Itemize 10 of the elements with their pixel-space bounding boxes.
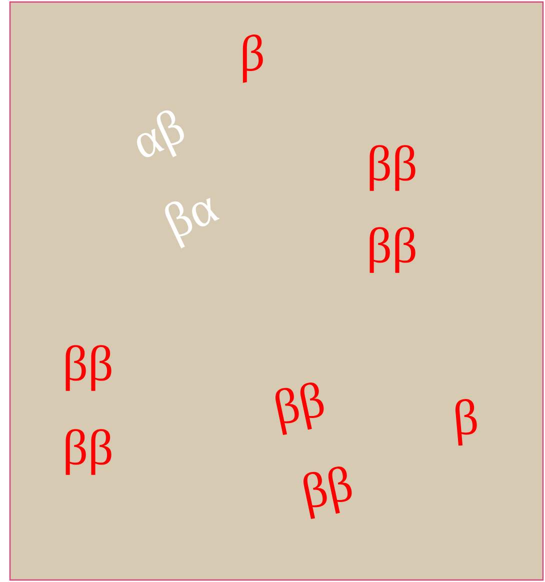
greek-letters: βα [165, 198, 220, 248]
greek-letters: ββ [304, 466, 352, 520]
greek-letters: ββ [276, 382, 324, 436]
greek-letters: ββ [370, 145, 416, 191]
greek-letters: αβ [137, 110, 184, 158]
greek-letters: ββ [66, 429, 112, 475]
greek-letters: ββ [370, 227, 416, 273]
greek-letters: ββ [66, 345, 112, 391]
greek-letters: β [242, 34, 263, 83]
greek-letters: β [455, 399, 477, 446]
